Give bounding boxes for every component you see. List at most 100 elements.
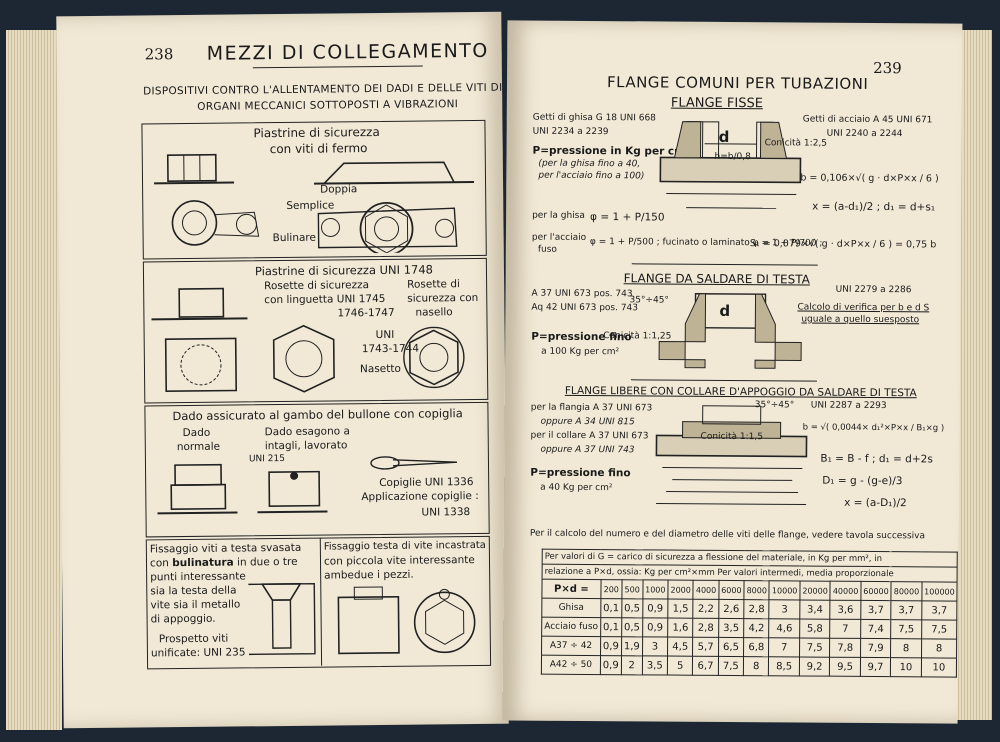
table-cell: 0,9 — [600, 655, 622, 675]
table-header-label: P×d = — [541, 579, 601, 599]
table-cell: 7,5 — [799, 637, 831, 658]
label-bulinare: Bulinare — [272, 231, 317, 245]
table-cell: 3,7 — [891, 600, 922, 620]
pressione-saldare-2: a 100 Kg per cm² — [541, 346, 620, 358]
label-dado: Dado — [182, 426, 211, 440]
table-cell: 0,9 — [642, 617, 668, 638]
libere-uni: UNI 2287 a 2293 — [810, 400, 887, 412]
ghisa-phi-label: per la ghisa — [532, 210, 585, 221]
section-1-title: Piastrine di sicurezza — [253, 124, 380, 141]
table-row-label: A42 ÷ 50 — [541, 655, 601, 675]
acciaio-phi-label-1: per l'acciaio — [531, 232, 587, 243]
pressione-saldare-1: P=pressione fino — [531, 330, 632, 344]
table-cell: 2,2 — [693, 599, 719, 619]
incastrata-text-1: Fissaggio testa di vite incastrata — [323, 539, 486, 553]
page-number: 239 — [873, 58, 902, 78]
table-cell: 3,4 — [799, 599, 831, 620]
table-column-header: 8000 — [744, 580, 770, 600]
table-cell: 2 — [621, 655, 643, 675]
table-column-header: 6000 — [718, 580, 745, 600]
table-cell: 0,1 — [600, 598, 622, 618]
table-cell: 0,9 — [600, 636, 622, 656]
table-column-header: 500 — [621, 579, 643, 599]
label-dado-esagono-1: Dado esagono a — [264, 425, 350, 439]
table-cell: 2,8 — [743, 599, 770, 619]
fissaggio-text-1: Fissaggio viti a testa svasata — [149, 541, 302, 556]
table-cell: 4,5 — [667, 637, 694, 657]
table-cell: 9,7 — [860, 657, 891, 677]
table-cell: 2,8 — [693, 618, 719, 638]
table-cell: 3,5 — [718, 618, 744, 638]
table-column-header: 60000 — [860, 581, 892, 601]
table-row-label: Ghisa — [541, 598, 601, 618]
label-dado-esagono-2: intagli, lavorato — [264, 439, 348, 453]
page-title: FLANGE COMUNI PER TUBAZIONI — [606, 73, 869, 93]
label-dado-normale: normale — [176, 440, 221, 454]
table-column-header: 4000 — [693, 580, 719, 600]
libere-formula-2: D₁ = g - (g-e)/3 — [822, 474, 903, 488]
fissaggio-text-2b: bulinatura — [172, 556, 234, 570]
table-cell: 2,6 — [718, 599, 745, 619]
table-cell: 7 — [768, 637, 800, 657]
sigma-table: Per valori di G = carico di sicurezza a … — [541, 549, 958, 678]
table-cell: 3 — [769, 599, 800, 619]
label-semplice: Semplice — [286, 199, 335, 212]
table-cell: 7,5 — [921, 619, 958, 640]
table-cell: 1,9 — [621, 636, 643, 656]
table-column-header: 1000 — [642, 579, 669, 600]
table-cell: 10 — [921, 657, 957, 678]
table-cell: 0,5 — [621, 598, 643, 618]
incastrata-text-2: con piccola vite interessante — [323, 553, 475, 568]
libere-collare-1: per il collare A 37 UNI 673 — [530, 430, 649, 442]
libere-collare-2: oppure A 37 UNI 743 — [540, 444, 635, 456]
table-cell: 0,1 — [600, 617, 622, 637]
table-cell: 5 — [667, 656, 693, 676]
table-cell: 7,4 — [860, 619, 892, 639]
fissaggio-text-2: con bulinatura in due o tre — [150, 556, 298, 570]
table-column-header: 10000 — [769, 580, 800, 600]
label-d-saldare: d — [719, 301, 731, 320]
fissaggio-text-3: punti interessante — [150, 570, 246, 584]
table-cell: 8 — [921, 638, 957, 659]
table-cell: 0,5 — [621, 617, 643, 637]
table-cell: 1,5 — [667, 599, 694, 619]
table-cell: 4,6 — [769, 618, 800, 638]
libere-flangia-2: oppure A 34 UNI 815 — [540, 416, 635, 428]
fissaggio-text-2c: in due o tre — [233, 555, 298, 569]
flange-fisse-drawing — [659, 121, 802, 209]
acciaio-spec-1: Getti di acciaio A 45 UNI 671 — [802, 114, 933, 126]
saldare-calcolo-2: uguale a quello suesposto — [801, 314, 920, 326]
table-column-header: 200 — [600, 579, 622, 599]
conicita-fisse: Conicità 1:2,5 — [764, 138, 828, 149]
saldare-aq42: Aq 42 UNI 673 pos. 743 — [531, 302, 639, 314]
fissaggio-text-5: vite sia il metallo — [150, 598, 241, 612]
copiglia-drawing — [157, 456, 458, 515]
pressione-libere-2: a 40 Kg per cm² — [540, 482, 613, 494]
label-h: h=b/0,8 — [714, 151, 751, 163]
saldare-uni: UNI 2279 a 2286 — [835, 284, 912, 296]
flange-saldare-drawing — [658, 293, 802, 369]
table-cell: 9,5 — [829, 657, 861, 677]
table-cell: 7,9 — [860, 638, 891, 658]
table-column-header: 2000 — [667, 580, 694, 600]
table-column-header: 40000 — [830, 581, 861, 601]
s1-formula: S₁ = 0,079×√( g · d×P×x / 6 ) = 0,75 b — [749, 238, 937, 251]
table-cell: 5,7 — [692, 637, 719, 657]
acciaio-spec-2: UNI 2240 a 2244 — [826, 128, 903, 140]
page-title: MEZZI DI COLLEGAMENTO — [206, 39, 489, 65]
libere-conicita: Conicità 1:1,5 — [700, 431, 764, 443]
formula-b-fisse: b = 0,106×√( g · d×P×x / 6 ) — [800, 172, 939, 185]
ghisa-spec-1: Getti di ghisa G 18 UNI 668 — [532, 112, 656, 124]
fissaggio-text-8: unificate: UNI 235 — [150, 646, 246, 660]
acciaio-phi-label-2: fuso — [537, 244, 557, 255]
fissaggio-text-6: di appoggio. — [150, 612, 216, 626]
page-number: 238 — [144, 45, 174, 64]
page-subtitle-2: ORGANI MECCANICI SOTTOPOSTI A VIBRAZIONI — [197, 98, 459, 113]
table-cell: 3,6 — [830, 600, 861, 620]
fissaggio-drawing — [248, 582, 476, 656]
label-d: d — [718, 127, 730, 146]
section-2-title: Piastrine di sicurezza UNI 1748 — [254, 262, 434, 279]
table-cell: 7,8 — [829, 638, 861, 658]
